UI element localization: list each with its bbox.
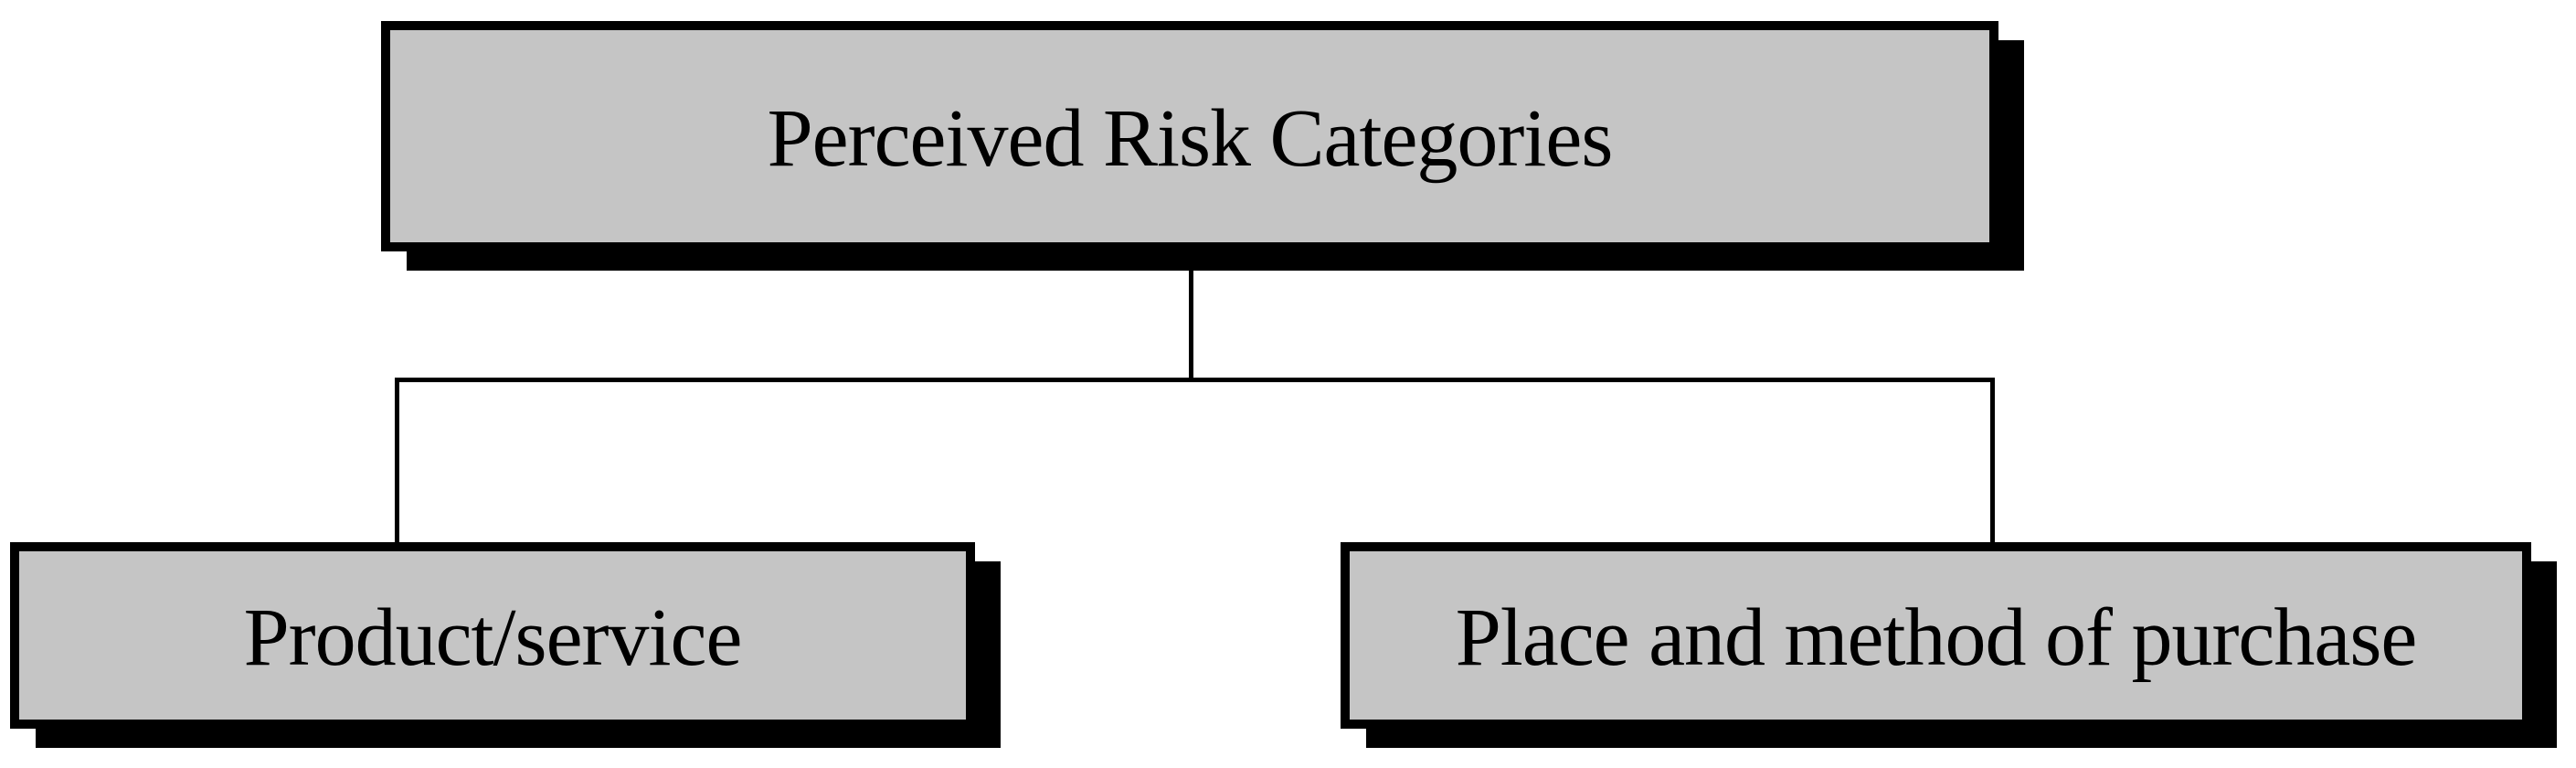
connector-right-drop bbox=[1990, 378, 1995, 542]
child-node-product-service-label: Product/service bbox=[243, 592, 743, 683]
root-node-label: Perceived Risk Categories bbox=[767, 93, 1614, 184]
root-node-perceived-risk-categories: Perceived Risk Categories bbox=[381, 21, 1998, 251]
connector-left-drop bbox=[395, 378, 399, 542]
child-node-place-and-method-of-purchase: Place and method of purchase bbox=[1341, 542, 2531, 729]
connector-root-stem bbox=[1189, 251, 1193, 379]
child-node-product-service: Product/service bbox=[10, 542, 975, 729]
child-node-place-and-method-label: Place and method of purchase bbox=[1455, 592, 2418, 683]
connector-crossbar bbox=[395, 378, 1995, 382]
